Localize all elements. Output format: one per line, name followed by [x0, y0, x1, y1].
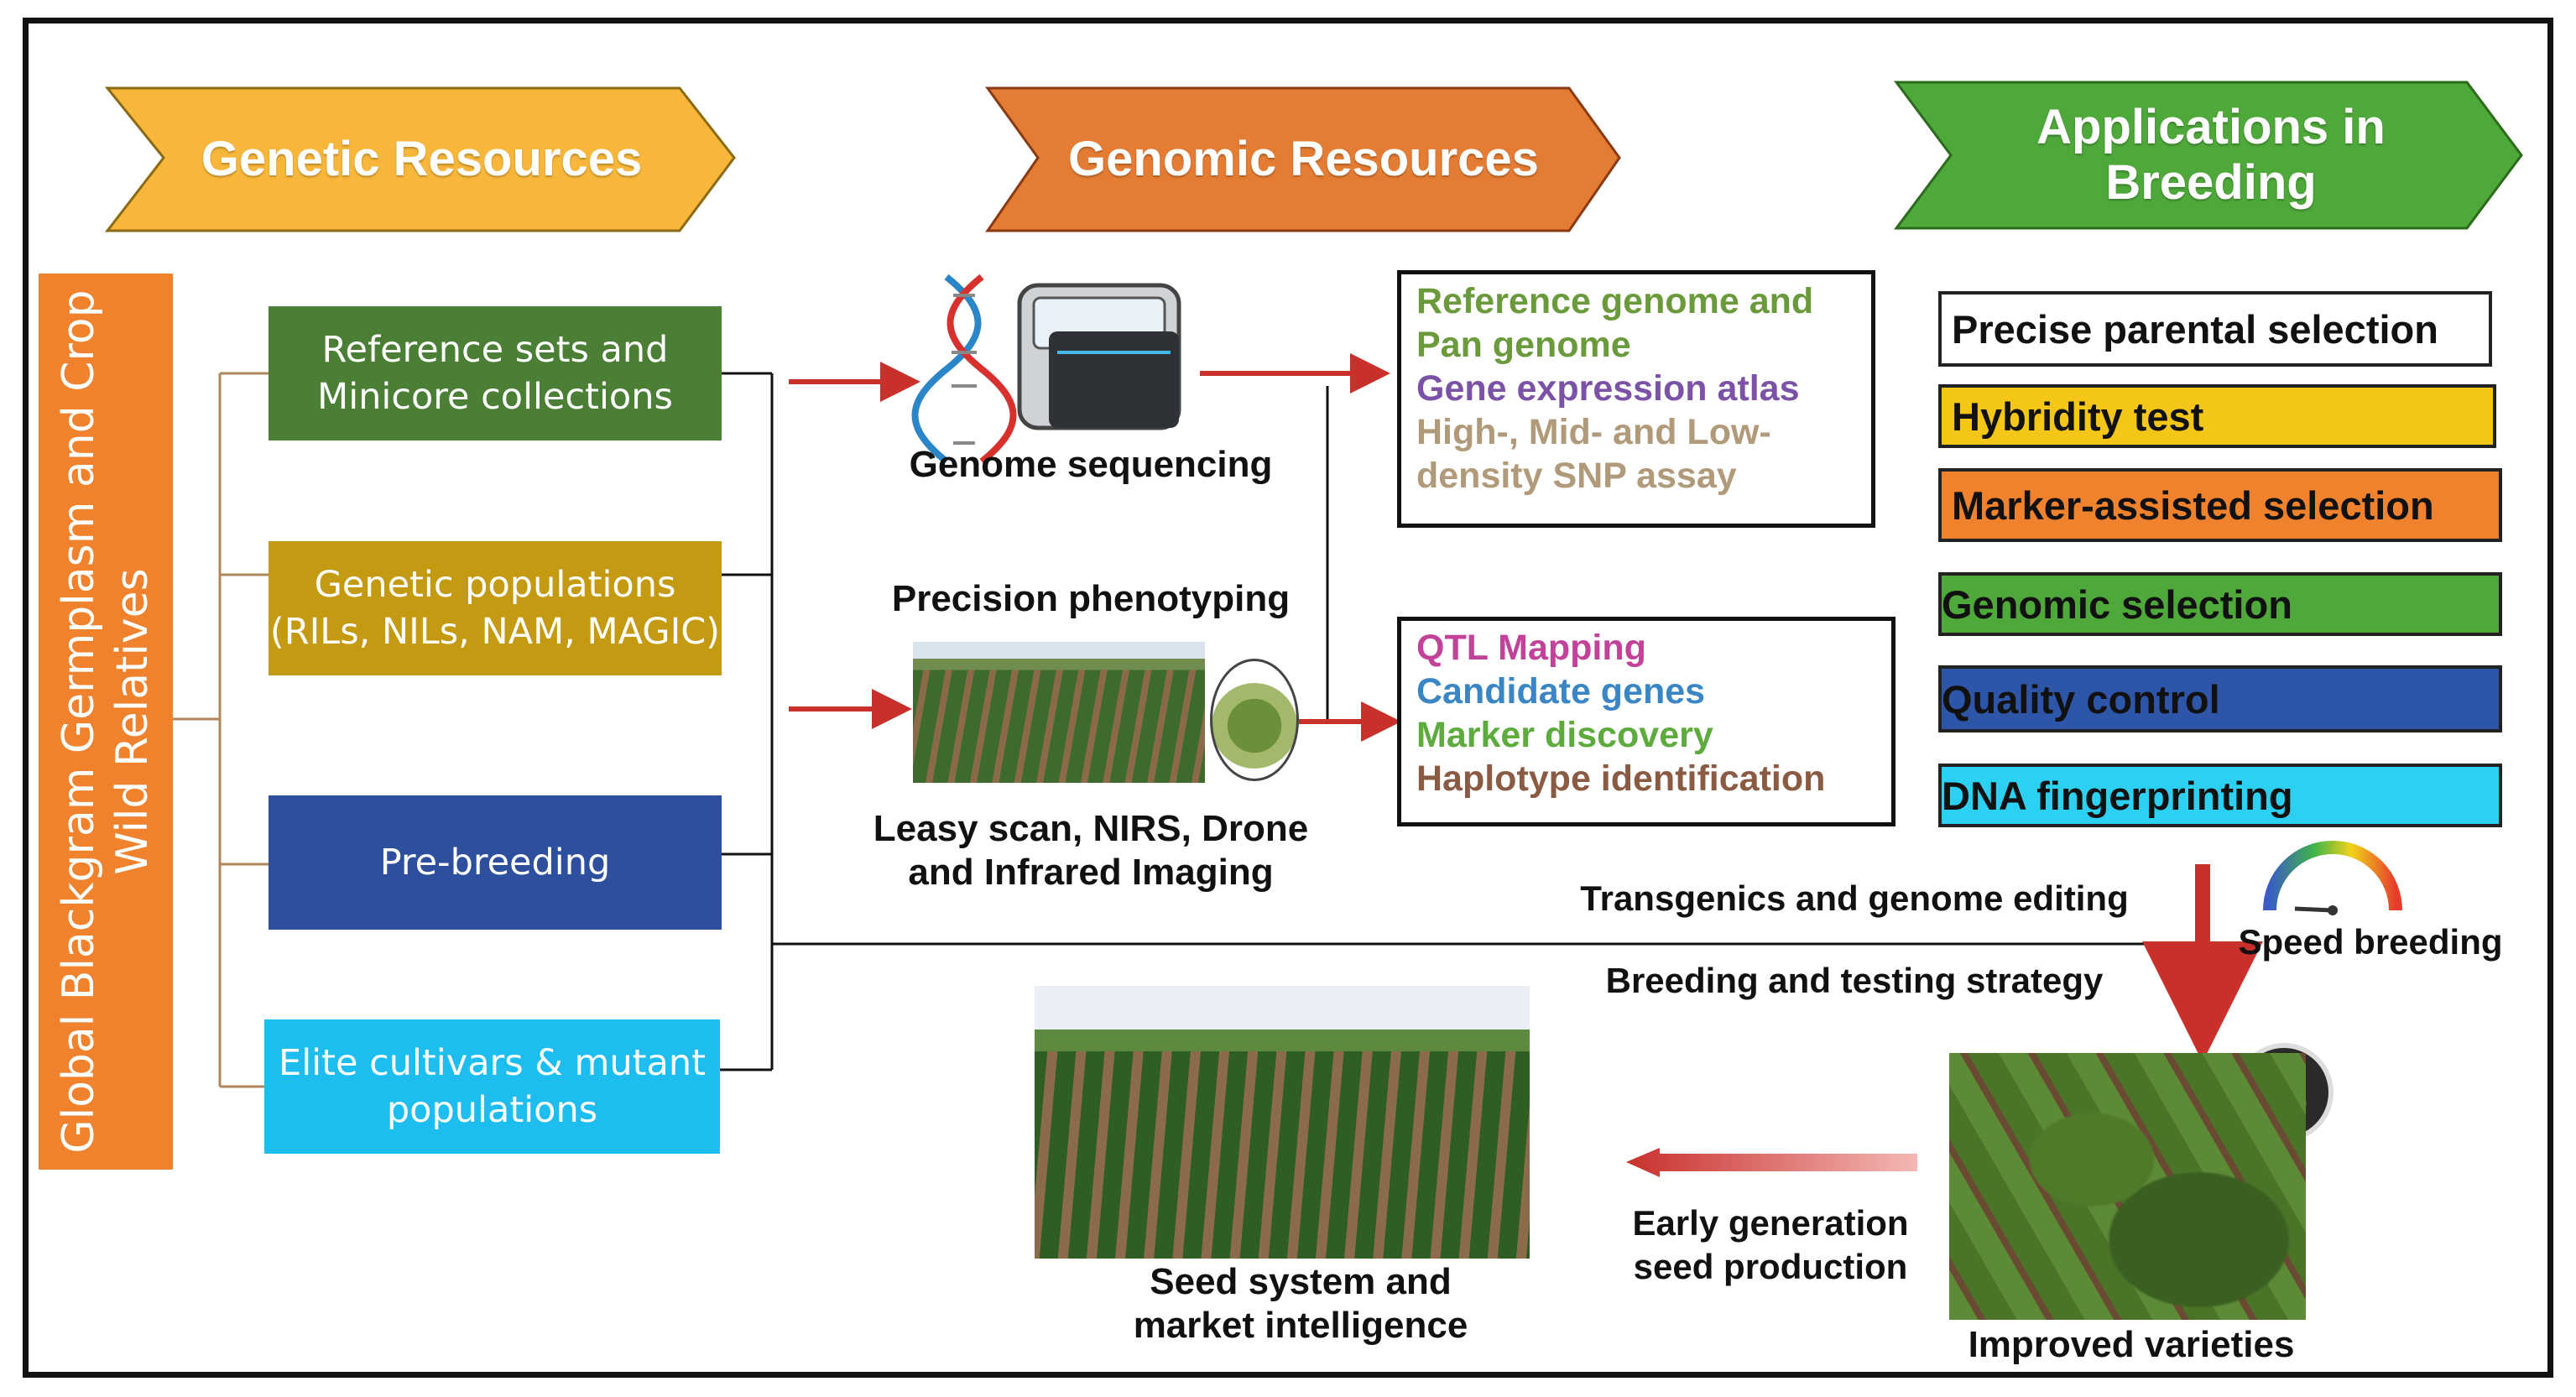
speed-gauge-icon	[2263, 841, 2402, 915]
genomic-resources-header: Genomic Resources	[1068, 132, 1539, 186]
arrow-to-seed-system	[1626, 1148, 1917, 1177]
resource-reference-sets: Reference sets and Minicore collections	[269, 306, 722, 440]
genome-sequencing-label: Genome sequencing	[909, 444, 1273, 485]
leaf-sensor-icon	[1210, 659, 1299, 781]
genomic-header-shape	[985, 86, 1621, 232]
improved-varieties-label: Improved varieties	[1968, 1324, 2295, 1365]
app-quality-control: Quality control	[1938, 665, 2502, 732]
phenotyping-field-photo	[913, 642, 1205, 783]
resource-genetic-populations: Genetic populations (RILs, NILs, NAM, MA…	[269, 541, 722, 675]
output-snp-assay-2: density SNP assay	[1416, 456, 1737, 496]
genetic-header-shape	[104, 86, 736, 232]
output-reference-genome: Reference genome and	[1416, 281, 1814, 321]
output-haplotype: Haplotype identification	[1416, 758, 1826, 799]
early-generation-label: Early generation seed production	[1632, 1203, 1909, 1286]
resource-elite-cultivars: Elite cultivars & mutant populations	[264, 1019, 720, 1154]
mapping-outputs-box: QTL Mapping Candidate genes Marker disco…	[1397, 617, 1895, 826]
output-candidate-genes: Candidate genes	[1416, 671, 1706, 712]
seed-system-field-photo	[1035, 986, 1530, 1259]
transgenics-label: Transgenics and genome editing	[1580, 878, 2129, 918]
breeding-strategy-label: Breeding and testing strategy	[1605, 961, 2104, 1000]
dna-helix-icon	[911, 274, 1017, 465]
output-qtl-mapping: QTL Mapping	[1416, 628, 1646, 668]
sequencer-machine-icon	[1017, 283, 1181, 430]
phenotyping-methods-label: Leasy scan, NIRS, Drone and Infrared Ima…	[873, 808, 1309, 893]
output-marker-discovery: Marker discovery	[1416, 715, 1713, 755]
app-dna-fingerprinting: DNA fingerprinting	[1938, 764, 2502, 827]
resource-pre-breeding: Pre-breeding	[269, 795, 722, 930]
germplasm-sidebar-label: Global Blackgram Germplasm and Crop Wild…	[54, 289, 158, 1154]
speed-breeding-label: Speed breeding	[2238, 922, 2503, 962]
right-bracket	[720, 372, 2186, 1071]
applications-header-shape	[1894, 81, 2523, 230]
app-hybridity-test: Hybridity test	[1938, 384, 2496, 448]
precision-phenotyping-label: Precision phenotyping	[891, 578, 1291, 619]
applications-in-breeding-header: Applications in Breeding	[2036, 100, 2386, 210]
seed-system-label: Seed system and market intelligence	[1133, 1261, 1468, 1346]
left-bracket	[173, 372, 269, 1088]
output-gene-expression: Gene expression atlas	[1416, 368, 1800, 409]
output-pan-genome: Pan genome	[1416, 325, 1631, 365]
app-marker-assisted-selection: Marker-assisted selection	[1938, 468, 2502, 542]
app-precise-parental-selection: Precise parental selection	[1938, 291, 2492, 367]
app-genomic-selection: Genomic selection	[1938, 572, 2502, 636]
germplasm-sidebar	[39, 274, 173, 1170]
output-snp-assay-1: High-, Mid- and Low-	[1416, 412, 1771, 452]
genetic-resources-header: Genetic Resources	[201, 132, 643, 186]
genome-outputs-box: Reference genome and Pan genome Gene exp…	[1397, 270, 1875, 528]
improved-varieties-photo	[1949, 1053, 2306, 1320]
